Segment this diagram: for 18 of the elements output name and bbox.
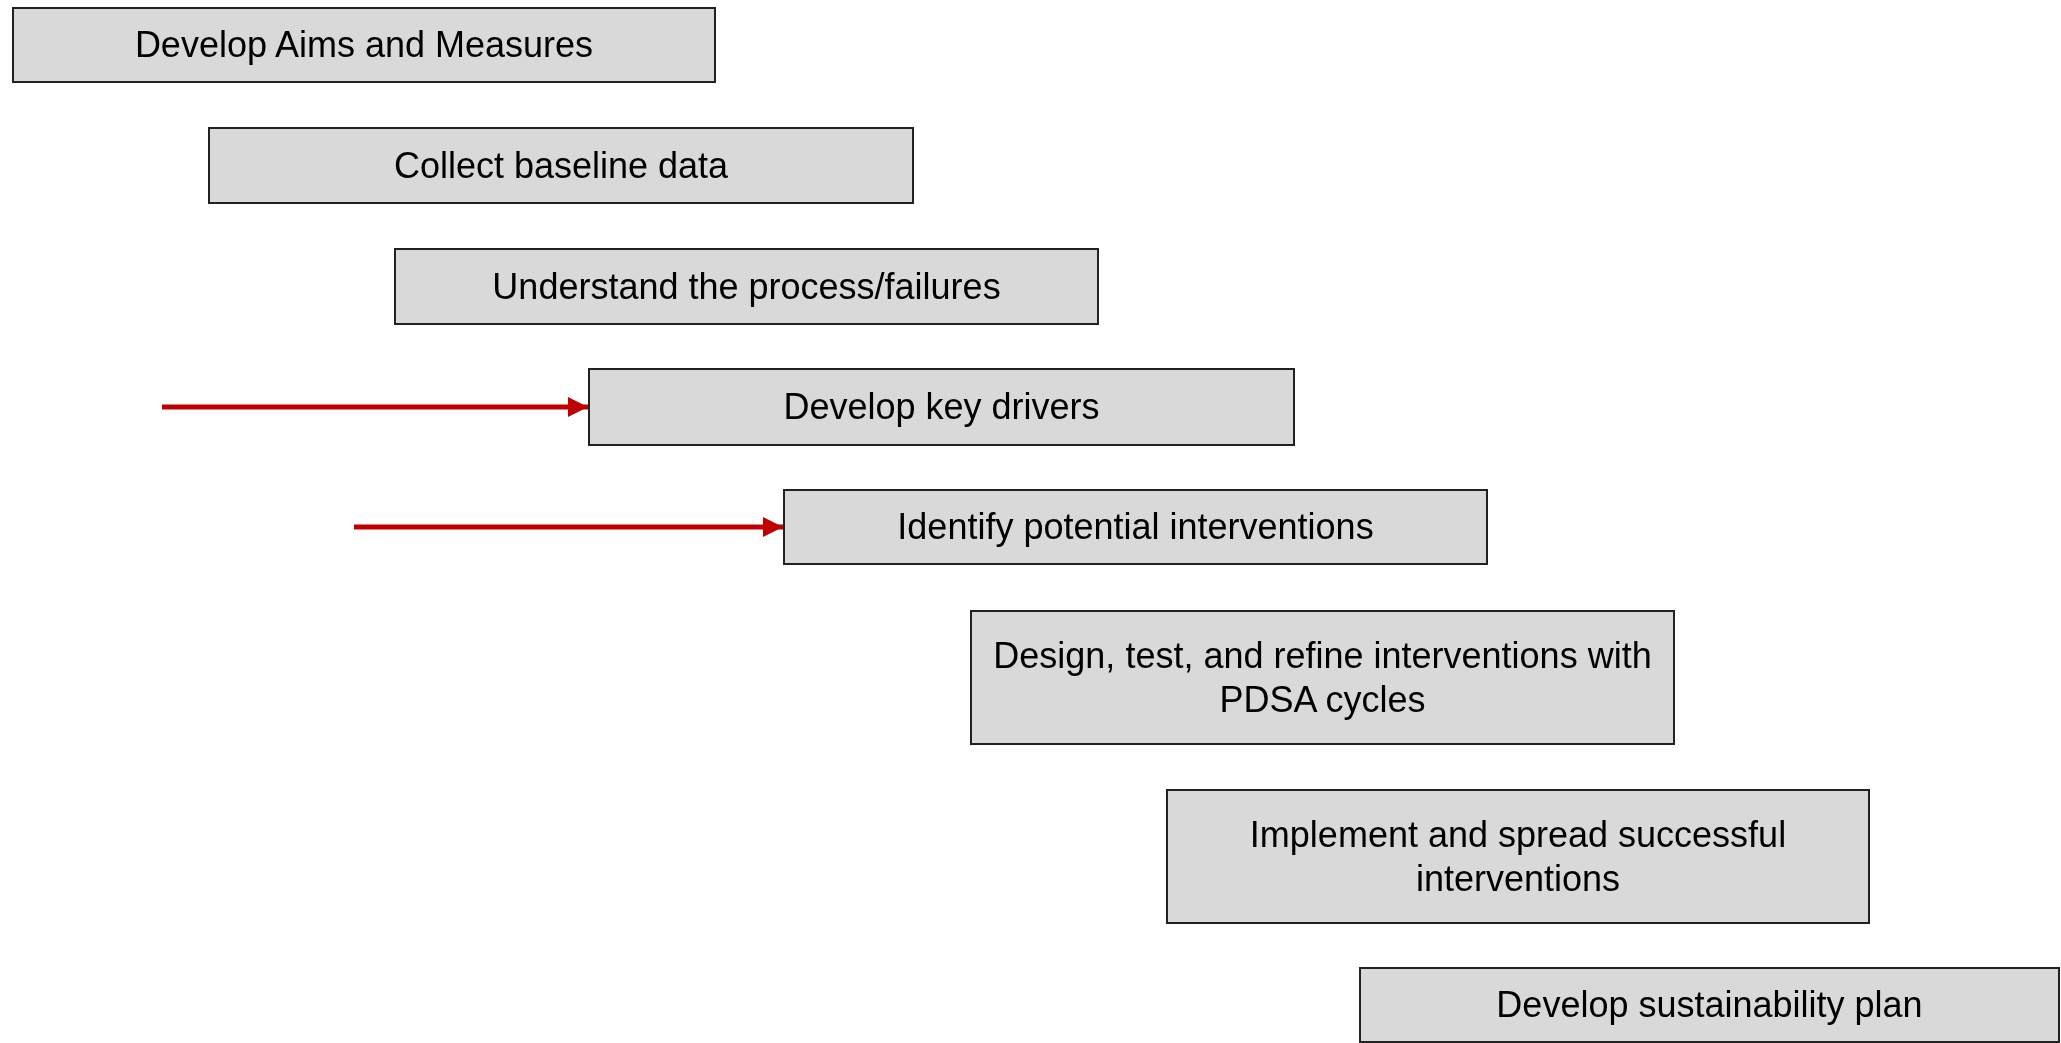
process-box (1166, 789, 1870, 924)
process-box (394, 248, 1099, 325)
process-box (12, 7, 716, 83)
process-box (970, 610, 1675, 745)
step-text: Develop key drivers (782, 385, 1101, 429)
process-box (783, 489, 1488, 565)
process-box (588, 368, 1295, 446)
arrow (354, 517, 783, 537)
step-text: Design, test, and refine interventions with PDSA cycles (992, 634, 1653, 721)
step-text: Understand the process/failures (491, 264, 1002, 309)
step-text: Collect baseline data (392, 143, 730, 188)
arrow (162, 397, 588, 417)
process-box (208, 127, 914, 204)
step-text: Develop sustainability plan (1495, 983, 1924, 1027)
step-text: Implement and spread successful interventions (1248, 813, 1788, 900)
process-box (1359, 967, 2060, 1043)
step-text: Develop Aims and Measures (133, 23, 595, 67)
step-text: Identify potential interventions (896, 505, 1375, 549)
